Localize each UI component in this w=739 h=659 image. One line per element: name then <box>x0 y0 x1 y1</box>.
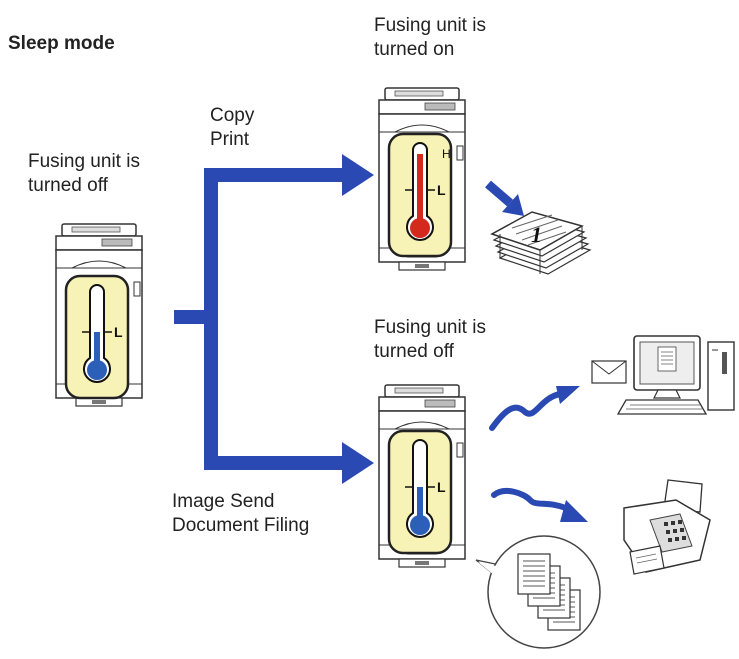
arrow-top-head <box>342 154 374 196</box>
arrow-stem <box>174 310 208 324</box>
top-functions-label: Copy Print <box>210 105 255 150</box>
bottom-status-label: Fusing unit is turned off <box>374 317 486 362</box>
send-arrow-computer-head <box>556 386 580 404</box>
output-arrow-head <box>502 194 524 216</box>
bottom-functions-label: Image Send Document Filing <box>172 491 310 536</box>
send-arrows <box>489 386 588 522</box>
arrow-bottom-shaft <box>204 456 344 470</box>
arrow-trunk <box>204 168 218 470</box>
computer-icon <box>591 335 735 415</box>
top-thermo-mark-l: L <box>437 182 446 198</box>
email-icon <box>591 360 627 384</box>
bottom-thermo-mark-l: L <box>437 479 446 495</box>
arrow-top-shaft <box>204 168 344 182</box>
thermometer-cold-icon <box>387 429 453 555</box>
diagram-title: Sleep mode <box>8 33 115 54</box>
thermometer-hot-icon <box>387 132 453 258</box>
printer-bottom <box>378 384 466 568</box>
left-thermo-mark-l: L <box>114 324 123 340</box>
top-status-label: Fusing unit is turned on <box>374 15 486 60</box>
arrow-bottom-head <box>342 442 374 484</box>
print-output: 1 <box>485 180 592 275</box>
top-thermo-mark-h: H <box>442 147 451 161</box>
send-arrow-fax <box>491 488 573 513</box>
document-filing-callout <box>475 535 601 649</box>
thermometer-cold-icon <box>64 274 130 400</box>
send-arrow-fax-head <box>560 500 588 522</box>
left-status-label: Fusing unit is turned off <box>28 151 140 196</box>
page-number: 1 <box>531 222 542 247</box>
flow-arrows <box>174 154 374 484</box>
paper-stack-icon <box>490 211 592 275</box>
send-arrow-computer <box>489 391 563 431</box>
output-arrow-shaft <box>485 180 513 207</box>
printer-top <box>378 87 466 271</box>
printer-left <box>55 223 143 407</box>
fax-icon <box>623 479 711 575</box>
